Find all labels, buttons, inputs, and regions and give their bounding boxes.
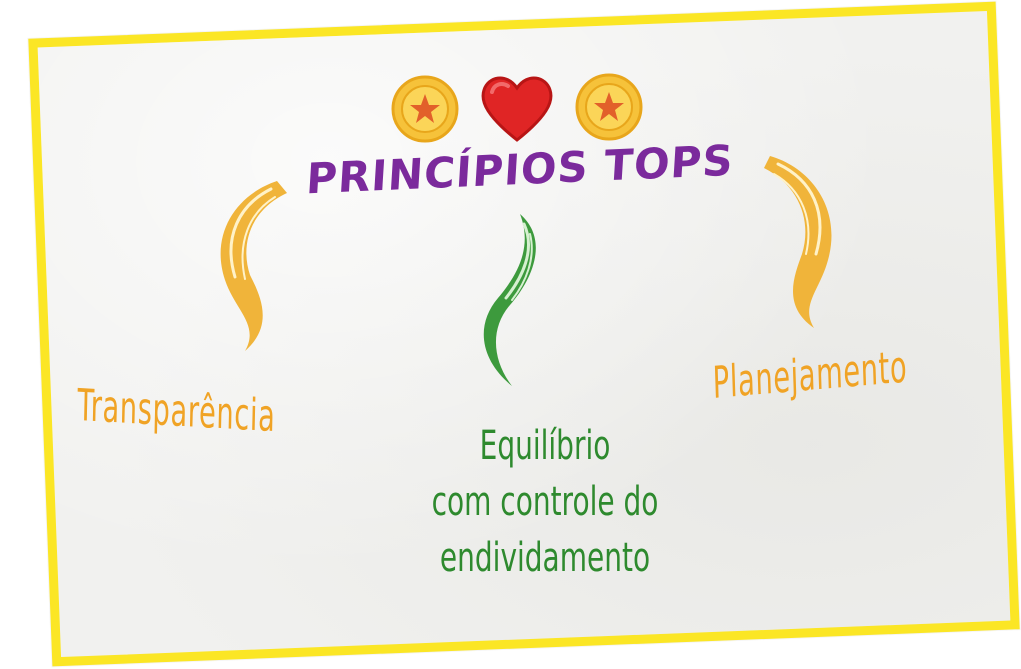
- left-swirl-decoration: [220, 181, 287, 351]
- star-coin-icon: [391, 75, 459, 143]
- right-swirl-decoration: [764, 156, 832, 328]
- icon-row: [380, 68, 650, 148]
- principle-equilibrio-line-1: Equilíbrio: [479, 423, 611, 469]
- principle-equilibrio-line-3: endividamento: [439, 535, 651, 581]
- center-swirl-decoration: [483, 214, 536, 386]
- star-coin-icon: [575, 73, 643, 141]
- principle-equilibrio: Equilíbrio com controle do endividamento: [430, 418, 661, 586]
- heart-icon: [481, 76, 553, 142]
- principle-equilibrio-line-2: com controle do: [431, 479, 659, 525]
